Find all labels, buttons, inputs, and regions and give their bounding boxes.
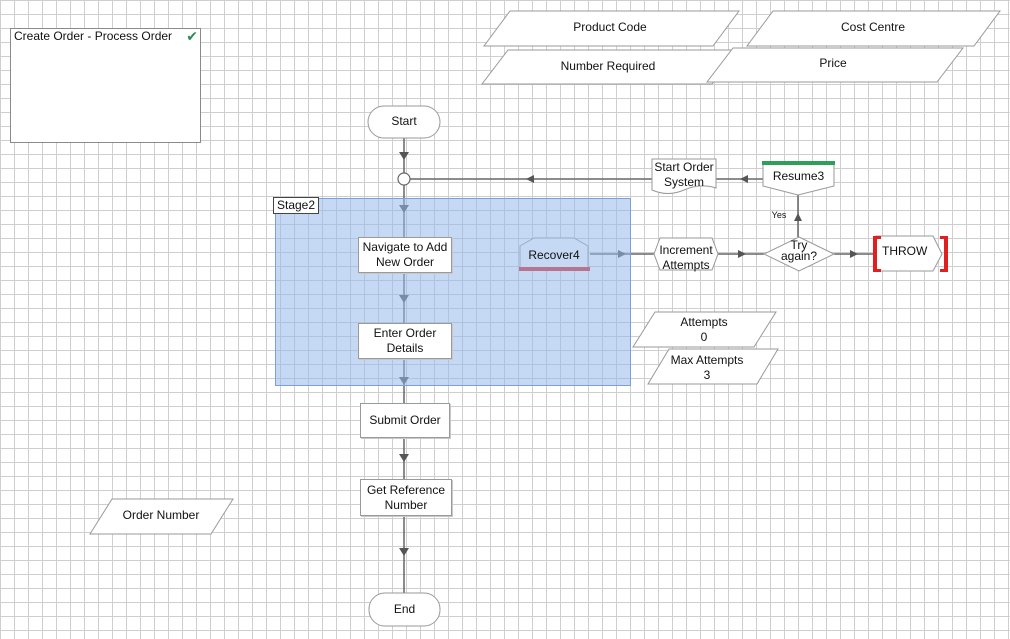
product-code-label: Product Code (573, 20, 647, 34)
get-reference-action[interactable]: Get Reference Number (360, 479, 452, 516)
navigate-action[interactable]: Navigate to Add New Order (358, 237, 452, 273)
submit-order-label: Submit Order (369, 413, 441, 427)
throw-bracket-left (873, 236, 877, 272)
submit-order-action[interactable]: Submit Order (360, 403, 450, 438)
stage-label: Stage2 (273, 197, 320, 214)
cost-centre-label: Cost Centre (840, 20, 906, 34)
resume-bar (762, 161, 835, 165)
increment-label: Increment Attempts (659, 243, 713, 272)
enter-details-label: Enter Order Details (373, 326, 437, 355)
order-number-label: Order Number (122, 508, 200, 522)
end-label: End (393, 602, 416, 616)
start-label: Start (391, 114, 417, 128)
resume-label: Resume3 (772, 169, 825, 183)
throw-bracket-right (944, 236, 948, 272)
recover-label: Recover4 (528, 248, 580, 262)
price-label: Price (819, 56, 847, 70)
data-item-price-shape[interactable] (705, 47, 965, 83)
yes-label: Yes (771, 210, 787, 220)
attempts-label: Attempts 0 (680, 315, 728, 344)
try-again-label: Try again? (780, 238, 818, 263)
data-item-number-required-shape[interactable] (480, 49, 740, 85)
data-item-max-attempts-shape[interactable] (647, 348, 779, 385)
start-node-shape[interactable] (367, 105, 441, 139)
start-order-system-shape[interactable] (651, 158, 717, 194)
throw-label: THROW (882, 244, 928, 258)
number-required-label: Number Required (560, 59, 656, 73)
get-reference-label: Get Reference Number (366, 482, 446, 512)
end-node-shape[interactable] (368, 592, 441, 627)
data-item-attempts-shape[interactable] (632, 311, 777, 348)
data-item-cost-centre-shape[interactable] (746, 10, 1001, 47)
checkmark-icon: ✔ (186, 28, 198, 44)
start-order-system-label: Start Order System (654, 160, 714, 189)
panel-title: Create Order - Process Order (14, 29, 173, 43)
stage-block[interactable] (275, 198, 631, 386)
enter-details-action[interactable]: Enter Order Details (358, 323, 452, 359)
data-item-product-code-shape[interactable] (483, 10, 740, 47)
increment-node-shape[interactable] (653, 237, 719, 271)
navigate-label: Navigate to Add New Order (362, 240, 448, 269)
anchor-node[interactable] (397, 172, 411, 186)
process-info-panel[interactable]: Create Order - Process Order ✔ (10, 28, 201, 143)
max-attempts-label: Max Attempts 3 (670, 353, 744, 382)
try-again-decision-shape[interactable] (762, 236, 836, 272)
data-item-order-number-shape[interactable] (89, 498, 234, 535)
